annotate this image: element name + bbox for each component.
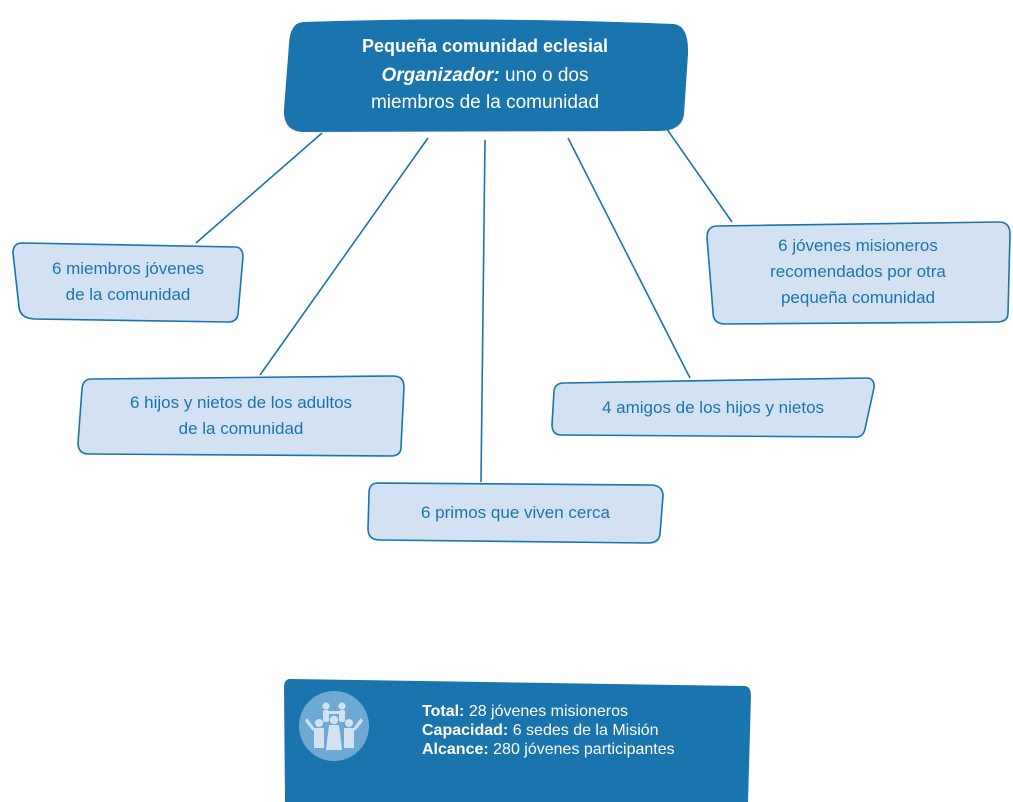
summary-panel: Total: 28 jóvenes misioneros Capacidad: … <box>282 676 752 802</box>
capacity-label: Capacidad: <box>422 722 509 739</box>
total-value: 28 jóvenes misioneros <box>468 703 629 720</box>
node-text-line: 6 miembros jóvenes <box>51 259 205 278</box>
reach-label: Alcance: <box>422 741 489 758</box>
root-organizer-line1: Organizador: uno o dos <box>382 62 589 89</box>
node-shape <box>706 221 1011 325</box>
node-friends: 4 amigos de los hijos y nietos <box>548 375 878 441</box>
summary-panel-shape <box>284 679 751 802</box>
root-node: Pequeña comunidad eclesial Organizador: … <box>279 14 691 134</box>
summary-capacity: Capacidad: 6 sedes de la Misión <box>422 721 675 740</box>
node-shape <box>77 375 405 457</box>
capacity-value: 6 sedes de la Misión <box>512 722 659 739</box>
node-text-line: 6 jóvenes misioneros <box>778 236 938 255</box>
organizer-label: Organizador: <box>381 64 500 86</box>
connector-young-members <box>195 132 323 244</box>
connector-cousins <box>480 139 486 483</box>
node-text-line: recomendados por otra <box>770 262 946 281</box>
connector-children-grandchildren <box>259 137 429 376</box>
node-young-members: 6 miembros jóvenes de la comunidad <box>10 239 246 325</box>
node-text-line: 6 hijos y nietos de los adultos <box>129 393 353 412</box>
family-group-icon <box>298 690 370 762</box>
node-shape <box>12 242 244 323</box>
connector-recommended-missionaries <box>663 124 733 223</box>
root-organizer-line2: miembros de la comunidad <box>370 91 600 113</box>
node-text-line: pequeña comunidad <box>780 288 936 307</box>
root-node-shape <box>283 19 689 132</box>
node-text-line: 6 primos que viven cerca <box>421 502 610 522</box>
node-text-line: de la comunidad <box>65 285 191 304</box>
node-text-line: 4 amigos de los hijos y nietos <box>601 398 825 417</box>
node-text-line: de la comunidad <box>178 419 304 438</box>
node-children-grandchildren: 6 hijos y nietos de los adultos de la co… <box>75 373 407 459</box>
summary-total: Total: 28 jóvenes misioneros <box>422 702 675 721</box>
total-label: Total: <box>422 703 465 720</box>
summary-stats: Total: 28 jóvenes misioneros Capacidad: … <box>422 702 675 759</box>
node-shape <box>367 482 664 544</box>
reach-value: 280 jóvenes participantes <box>493 741 675 758</box>
root-title: Pequeña comunidad eclesial <box>361 35 609 56</box>
node-cousins: 6 primos que viven cerca <box>364 479 667 546</box>
node-recommended-missionaries: 6 jóvenes misioneros recomendados por ot… <box>703 218 1013 326</box>
connector-friends <box>567 137 691 379</box>
organizer-value: uno o dos <box>505 64 589 86</box>
node-shape <box>551 377 875 438</box>
summary-reach: Alcance: 280 jóvenes participantes <box>422 740 675 759</box>
